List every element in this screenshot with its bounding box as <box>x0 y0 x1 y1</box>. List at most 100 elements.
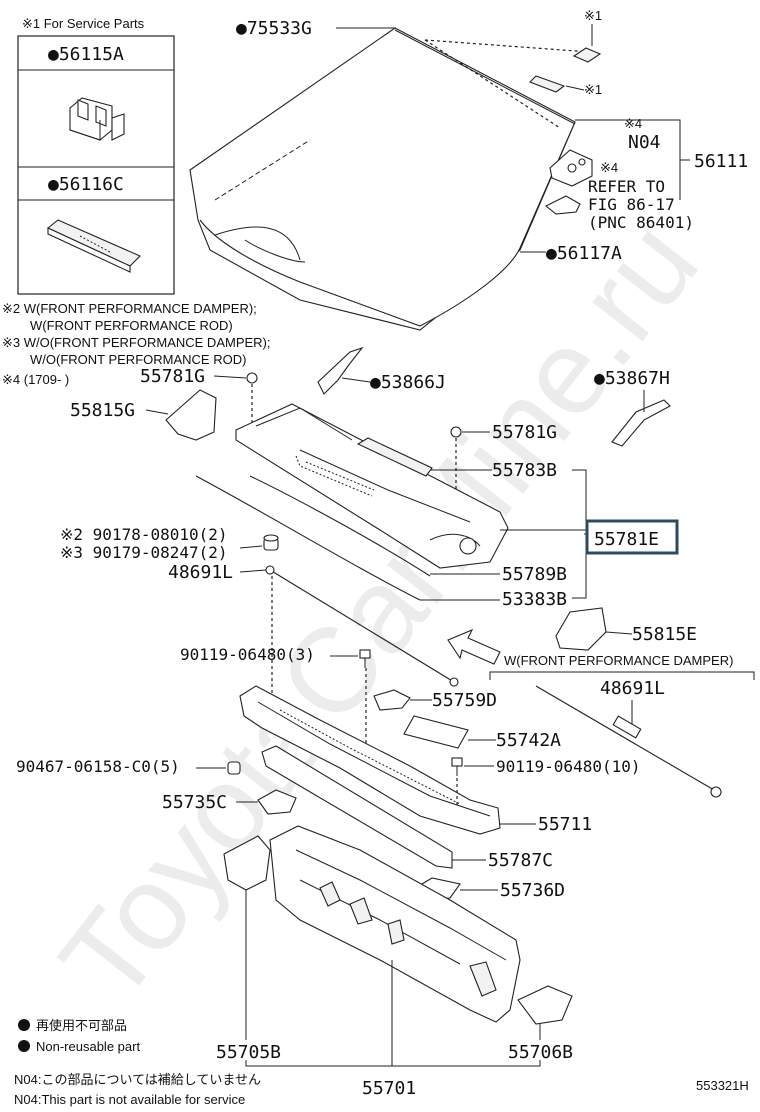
service-clip-top <box>529 47 602 93</box>
part-number-55706B: 55706B <box>508 1042 573 1063</box>
cover-55815E <box>555 607 607 651</box>
clip-56115A-illustration <box>69 97 125 141</box>
part-number-48691L-b: 48691L <box>600 678 665 699</box>
bracket-55706B <box>517 985 573 1025</box>
bracket-55735C <box>257 789 297 815</box>
leader <box>213 375 247 379</box>
seal-55789B <box>249 475 431 577</box>
part-number-55781G-a: 55781G <box>140 366 205 387</box>
part-number-55815G: 55815G <box>70 400 135 421</box>
forward-arrow-icon <box>447 628 501 665</box>
leader <box>239 569 267 573</box>
legend: 再使用不可部品 Non-reusable part N04:この部品については補… <box>14 1018 261 1107</box>
highlight-box-55781E <box>585 519 679 555</box>
part-number-53866J: ●53866J <box>370 372 446 393</box>
note-3-line2: W/O(FRONT PERFORMANCE ROD) <box>30 352 246 367</box>
part-number-55783B: 55783B <box>492 460 557 481</box>
mark-1-top: ※1 <box>584 8 602 23</box>
part-number-55781E: 55781E <box>594 529 659 550</box>
part-number-56115A: ●56115A <box>48 44 124 65</box>
cowl-top-panel <box>235 403 509 569</box>
hood-hinge-illustration <box>544 149 593 215</box>
figure-code: 553321H <box>696 1078 749 1093</box>
bracket-55759D <box>373 689 411 711</box>
legend-nonreusable-en: Non-reusable part <box>36 1039 140 1054</box>
part-number-55736D: 55736D <box>500 880 565 901</box>
bracket <box>489 671 755 680</box>
damper-body <box>612 715 642 739</box>
rod-48691L-a <box>269 569 455 683</box>
rod-end <box>710 786 722 798</box>
part-number-90119-a: 90119-06480(3) <box>180 645 315 664</box>
leader <box>145 409 169 415</box>
note-3-line1: ※3 W/O(FRONT PERFORMANCE DAMPER); <box>2 335 271 350</box>
rod-end <box>265 565 275 575</box>
note-2-line2: W(FRONT PERFORMANCE ROD) <box>30 318 233 333</box>
legend-n04-jp: N04:この部品については補給していません <box>14 1072 261 1087</box>
part-number-55759D: 55759D <box>432 690 497 711</box>
panel-55787C <box>261 745 453 869</box>
refer-line2: FIG 86-17 <box>588 195 675 214</box>
mark-4-b: ※4 <box>600 160 618 175</box>
part-number-55711: 55711 <box>538 814 592 835</box>
bracket-55705B <box>223 835 271 891</box>
part-number-90467: 90467-06158-C0(5) <box>16 757 180 776</box>
part-number-75533G: ●75533G <box>236 18 312 39</box>
leader <box>565 85 585 91</box>
part-number-90179: ※3 90179-08247(2) <box>60 543 228 562</box>
part-number-55735C: 55735C <box>162 792 227 813</box>
note-4: ※4 (1709- ) <box>2 372 69 387</box>
strip-56116C-illustration <box>46 219 141 273</box>
bracket <box>245 1060 541 1067</box>
legend-nonreusable-jp: 再使用不可部品 <box>36 1018 127 1033</box>
part-number-53867H: ●53867H <box>594 368 670 389</box>
hood-panel <box>189 27 591 331</box>
bolt-90119-a <box>359 649 371 668</box>
seal-53866J <box>317 346 364 395</box>
part-number-56111: 56111 <box>694 151 748 172</box>
part-number-48691L-a: 48691L <box>168 562 233 583</box>
leader <box>341 377 371 383</box>
part-number-56117A: ●56117A <box>546 243 622 264</box>
part-number-55787C: 55787C <box>488 850 553 871</box>
legend-n04-en: N04:This part is not available for servi… <box>14 1092 245 1107</box>
dash-panel-55701 <box>269 825 521 1023</box>
seal-53383B <box>195 475 421 601</box>
bolt-90119-b <box>451 757 463 776</box>
service-parts-box: ※1 For Service Parts ●56115A ●56116C <box>17 16 175 295</box>
refer-line1: REFER TO <box>588 177 665 196</box>
part-number-55701: 55701 <box>362 1078 416 1099</box>
part-number-55789B: 55789B <box>502 564 567 585</box>
bracket <box>572 469 587 599</box>
clip-55781G-b <box>450 426 462 438</box>
part-number-55781G-b: 55781G <box>492 422 557 443</box>
part-number-90178: ※2 90178-08010(2) <box>60 525 228 544</box>
note-2-line1: ※2 W(FRONT PERFORMANCE DAMPER); <box>2 301 257 316</box>
damper-variant-label: W(FRONT PERFORMANCE DAMPER) <box>504 653 733 668</box>
service-parts-heading: ※1 For Service Parts <box>22 16 145 31</box>
leader <box>600 119 690 161</box>
part-number-55815E: 55815E <box>632 624 697 645</box>
notes-block: ※2 W(FRONT PERFORMANCE DAMPER); W(FRONT … <box>2 301 271 387</box>
cowl-panel-55711 <box>239 685 501 835</box>
seal-53867H <box>611 399 671 447</box>
grommet-90178 <box>263 534 279 551</box>
part-number-90119-b: 90119-06480(10) <box>496 757 641 776</box>
service-box-frame <box>17 35 175 295</box>
cover-55815G <box>165 389 217 441</box>
seal-55783B <box>356 437 433 477</box>
bullet-icon <box>18 1019 30 1031</box>
rod-48691L-b <box>535 685 715 791</box>
sheet-55742A <box>403 715 469 749</box>
mark-1-mid: ※1 <box>584 82 602 97</box>
n04-label: N04 <box>628 132 661 153</box>
part-number-55705B: 55705B <box>216 1042 281 1063</box>
part-number-53383B: 53383B <box>502 589 567 610</box>
clip-55781G-a <box>246 372 258 384</box>
part-number-55742A: 55742A <box>496 730 561 751</box>
mark-4-a: ※4 <box>624 116 642 131</box>
rod-end <box>449 677 459 687</box>
part-number-56116C: ●56116C <box>48 174 124 195</box>
screw-90467 <box>227 761 241 775</box>
